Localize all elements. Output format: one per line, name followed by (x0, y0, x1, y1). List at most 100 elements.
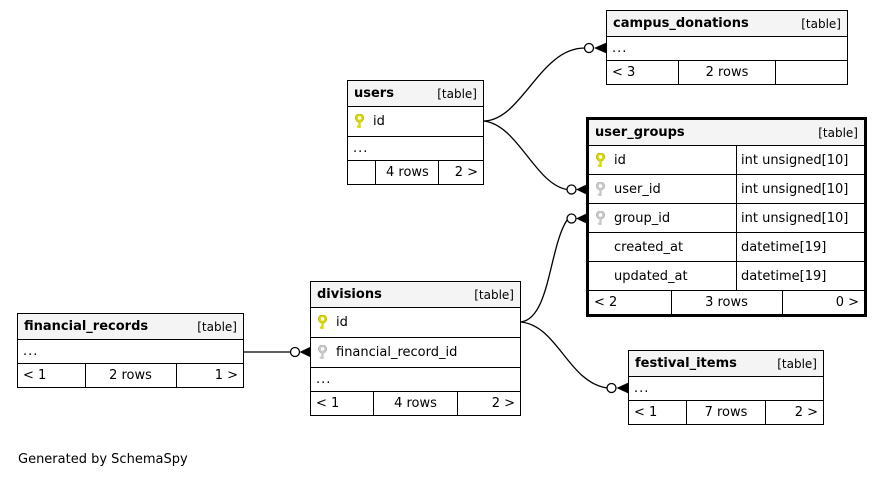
column-name-cell: id (311, 308, 520, 337)
connector-arrow-icon (299, 346, 311, 358)
column-row-id[interactable]: id (311, 308, 520, 338)
table-tag: [table] (818, 125, 858, 140)
primary-key-icon (595, 152, 606, 168)
edge-users-to-campus_donations (483, 42, 606, 122)
column-row-group_id[interactable]: group_id int unsigned[10] (589, 204, 864, 233)
table-tag: [table] (474, 287, 514, 302)
connector-circle-icon (606, 382, 617, 394)
table-tag: [table] (801, 16, 841, 31)
table-header[interactable]: divisions [table] (311, 282, 520, 308)
footer-parents-count: < 1 (629, 401, 688, 424)
footer-parents-count: < 2 (589, 291, 672, 314)
column-name-cell: financial_record_id (311, 338, 520, 367)
footer-parents-count (348, 161, 377, 184)
footer-children-count: 2 > (438, 161, 483, 184)
column-name-cell: group_id (589, 204, 736, 232)
key-icon-spacer (595, 240, 606, 255)
footer-children-count: 2 > (764, 401, 823, 424)
table-tag: [table] (437, 86, 477, 101)
column-name-cell: created_at (589, 233, 736, 261)
footer-rows-count: 2 rows (109, 368, 152, 383)
footer-rows-count: 4 rows (394, 396, 437, 411)
column-name-cell: id (589, 146, 736, 174)
column-row-updated_at[interactable]: updated_at datetime[19] (589, 262, 864, 291)
table-header[interactable]: users[table] (348, 81, 483, 107)
connector-arrow-icon (576, 213, 587, 224)
ellipsis-row: ... (348, 137, 483, 161)
column-name: created_at (614, 239, 684, 255)
footer-children-count (775, 61, 847, 84)
foreign-key-icon (317, 344, 328, 360)
table-header[interactable]: campus_donations [table] (607, 11, 847, 37)
column-name: user_id (614, 181, 661, 197)
column-name-cell: updated_at (589, 262, 736, 290)
column-row-financial_record_id[interactable]: financial_record_id (311, 338, 520, 368)
column-name-cell: user_id (589, 175, 736, 203)
table-footer: < 1 2 rows 1 > (18, 364, 243, 387)
foreign-key-icon (595, 210, 606, 226)
edge-divisions-to-festival_items (520, 321, 628, 394)
table-footer: < 2 3 rows 0 > (589, 291, 864, 314)
column-name: group_id (614, 210, 671, 226)
column-type: int unsigned[10] (736, 175, 864, 203)
table-header[interactable]: festival_items [table] (629, 351, 823, 377)
ellipsis-row: ... (311, 368, 520, 392)
edge-financial_records-to-divisions (244, 346, 311, 358)
table-name: divisions (317, 287, 382, 302)
column-type: int unsigned[10] (736, 204, 864, 232)
relationship-line (520, 321, 608, 389)
column-row-id[interactable]: id (348, 107, 483, 137)
table-name: financial_records (24, 319, 149, 334)
footer-children-count: 1 > (175, 364, 244, 387)
column-name: id (373, 114, 385, 129)
edge-users-to-user_groups-user_id (483, 120, 587, 195)
column-name-cell: id (348, 107, 483, 136)
column-name: updated_at (614, 268, 688, 284)
primary-key-icon (354, 113, 365, 129)
table-divisions[interactable]: divisions [table] id financial_record_id...… (310, 281, 521, 416)
ellipsis-row: ... (629, 377, 823, 401)
column-type: datetime[19] (736, 262, 864, 290)
table-tag: [table] (777, 356, 817, 371)
table-header[interactable]: user_groups [table] (589, 120, 864, 146)
connector-arrow-icon (576, 184, 587, 195)
footer-rows-count: 3 rows (705, 295, 748, 310)
connector-circle-icon (566, 184, 577, 195)
footer-children-count: 2 > (457, 392, 520, 415)
column-row-created_at[interactable]: created_at datetime[19] (589, 233, 864, 262)
table-name: festival_items (635, 356, 737, 371)
table-users[interactable]: users[table] id... 4 rows 2 > (347, 80, 484, 185)
column-type: datetime[19] (736, 233, 864, 261)
footer-parents-count: < 1 (311, 392, 374, 415)
relationship-line (520, 219, 568, 323)
footer-parents-count: < 1 (18, 364, 86, 387)
connector-circle-icon (583, 42, 595, 54)
column-row-user_id[interactable]: user_id int unsigned[10] (589, 175, 864, 204)
column-name: id (614, 152, 626, 168)
table-name: campus_donations (613, 16, 749, 31)
table-festival_items[interactable]: festival_items [table]...< 1 7 rows 2 > (628, 350, 824, 425)
primary-key-icon (317, 314, 328, 330)
table-header[interactable]: financial_records[table] (18, 314, 243, 340)
table-financial_records[interactable]: financial_records[table]...< 1 2 rows 1 > (17, 313, 244, 388)
footer-children-count: 0 > (781, 291, 865, 314)
footer-rows-count: 2 rows (705, 65, 749, 80)
column-name: id (336, 315, 348, 330)
table-name: user_groups (595, 125, 685, 140)
connector-circle-icon (566, 213, 577, 224)
footer-rows-count: 4 rows (385, 165, 429, 180)
column-name: financial_record_id (336, 345, 458, 360)
table-footer: 4 rows 2 > (348, 161, 483, 184)
ellipsis-row: ... (18, 340, 243, 364)
edge-divisions-to-user_groups-group_id (520, 213, 587, 323)
footer-rows-count: 7 rows (704, 405, 748, 420)
relationship-line (483, 47, 585, 122)
connector-arrow-icon (616, 382, 628, 394)
connector-circle-icon (289, 346, 301, 358)
